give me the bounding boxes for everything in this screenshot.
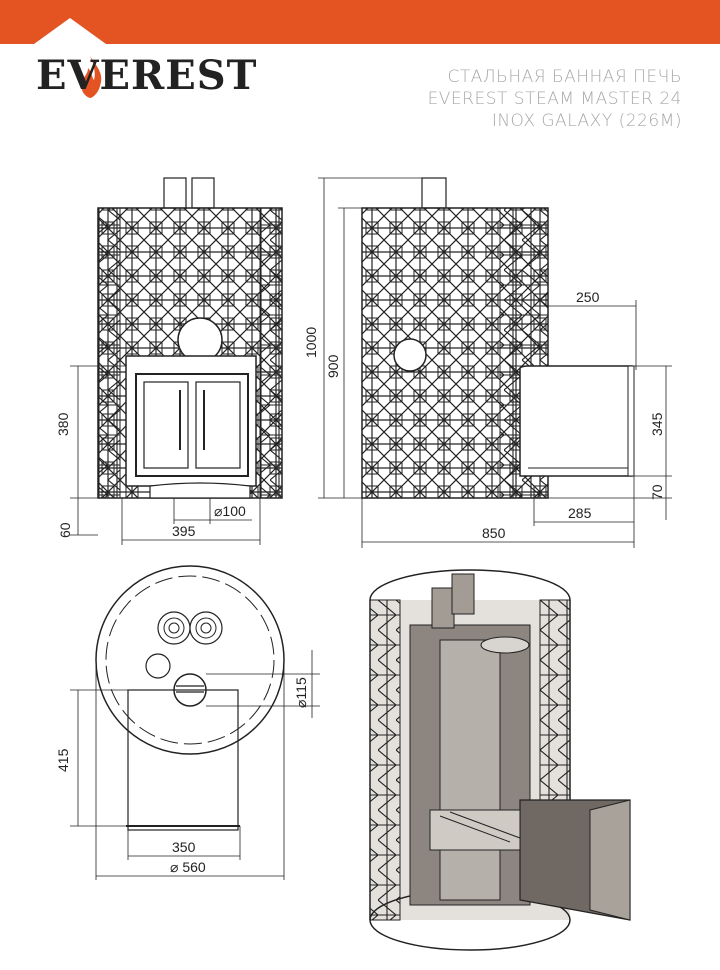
title-line-1: СТАЛЬНАЯ БАННАЯ ПЕЧЬ: [447, 67, 682, 87]
side-dimension-lines: [318, 177, 672, 548]
brand-logo: EVEREST: [36, 44, 256, 104]
top-firebox-tunnel: [127, 689, 239, 831]
title-line-2: EVEREST STEAM MASTER 24: [427, 89, 682, 109]
front-view: [97, 177, 283, 499]
top-lattice-ring: [105, 575, 275, 745]
dim-front-380: 380: [55, 412, 71, 436]
cutaway-chimney-left: [431, 587, 455, 629]
title-line-3: INOX GALAXY (226M): [491, 111, 682, 131]
cutaway-grate: [429, 809, 521, 851]
dim-side-900: 900: [325, 354, 341, 378]
front-door-pane-left: [143, 381, 189, 469]
header-bar-shape: [0, 0, 720, 44]
dim-side-1000: 1000: [303, 327, 319, 358]
flame-icon: [81, 56, 102, 98]
dim-top-415: 415: [55, 748, 71, 772]
dim-side-70: 70: [649, 484, 665, 500]
dim-top-350: 350: [172, 839, 196, 855]
dim-side-250: 250: [576, 289, 600, 305]
top-chimney-left: [157, 611, 191, 645]
side-firebox-tunnel: [519, 365, 633, 477]
brand-name: EVEREST: [36, 52, 258, 99]
top-dimension-lines: [70, 650, 320, 880]
side-chimney: [421, 177, 447, 209]
dim-side-285: 285: [568, 505, 592, 521]
front-door-pane-right: [195, 381, 241, 469]
top-water-hole: [145, 653, 171, 679]
front-ash-tray: [149, 482, 251, 499]
cutaway-view: [369, 569, 631, 951]
cutaway-chimney-right: [451, 573, 475, 615]
header-bar: [0, 0, 720, 44]
dim-side-850: 850: [482, 525, 506, 541]
header-notch: [34, 18, 106, 44]
front-lattice-right: [259, 207, 283, 499]
front-lattice-left: [97, 207, 121, 499]
side-view: [361, 177, 635, 499]
side-medallion: [393, 338, 427, 372]
front-chimney-left: [163, 177, 187, 209]
side-door-edge: [627, 365, 635, 477]
front-chimney-right: [191, 177, 215, 209]
dim-side-345: 345: [649, 412, 665, 436]
dim-front-395: 395: [172, 523, 196, 539]
document-title: СТАЛЬНАЯ БАННАЯ ПЕЧЬ EVEREST STEAM MASTE…: [428, 66, 682, 132]
top-outer-circle: [95, 565, 285, 755]
dim-front-100: ⌀100: [214, 503, 246, 519]
top-chimney-right: [189, 611, 223, 645]
dim-front-60: 60: [57, 522, 73, 538]
front-dimension-lines: [70, 365, 261, 545]
dim-top-115: ⌀115: [293, 677, 309, 708]
top-view: [95, 565, 285, 831]
dim-top-560: ⌀ 560: [170, 859, 206, 875]
